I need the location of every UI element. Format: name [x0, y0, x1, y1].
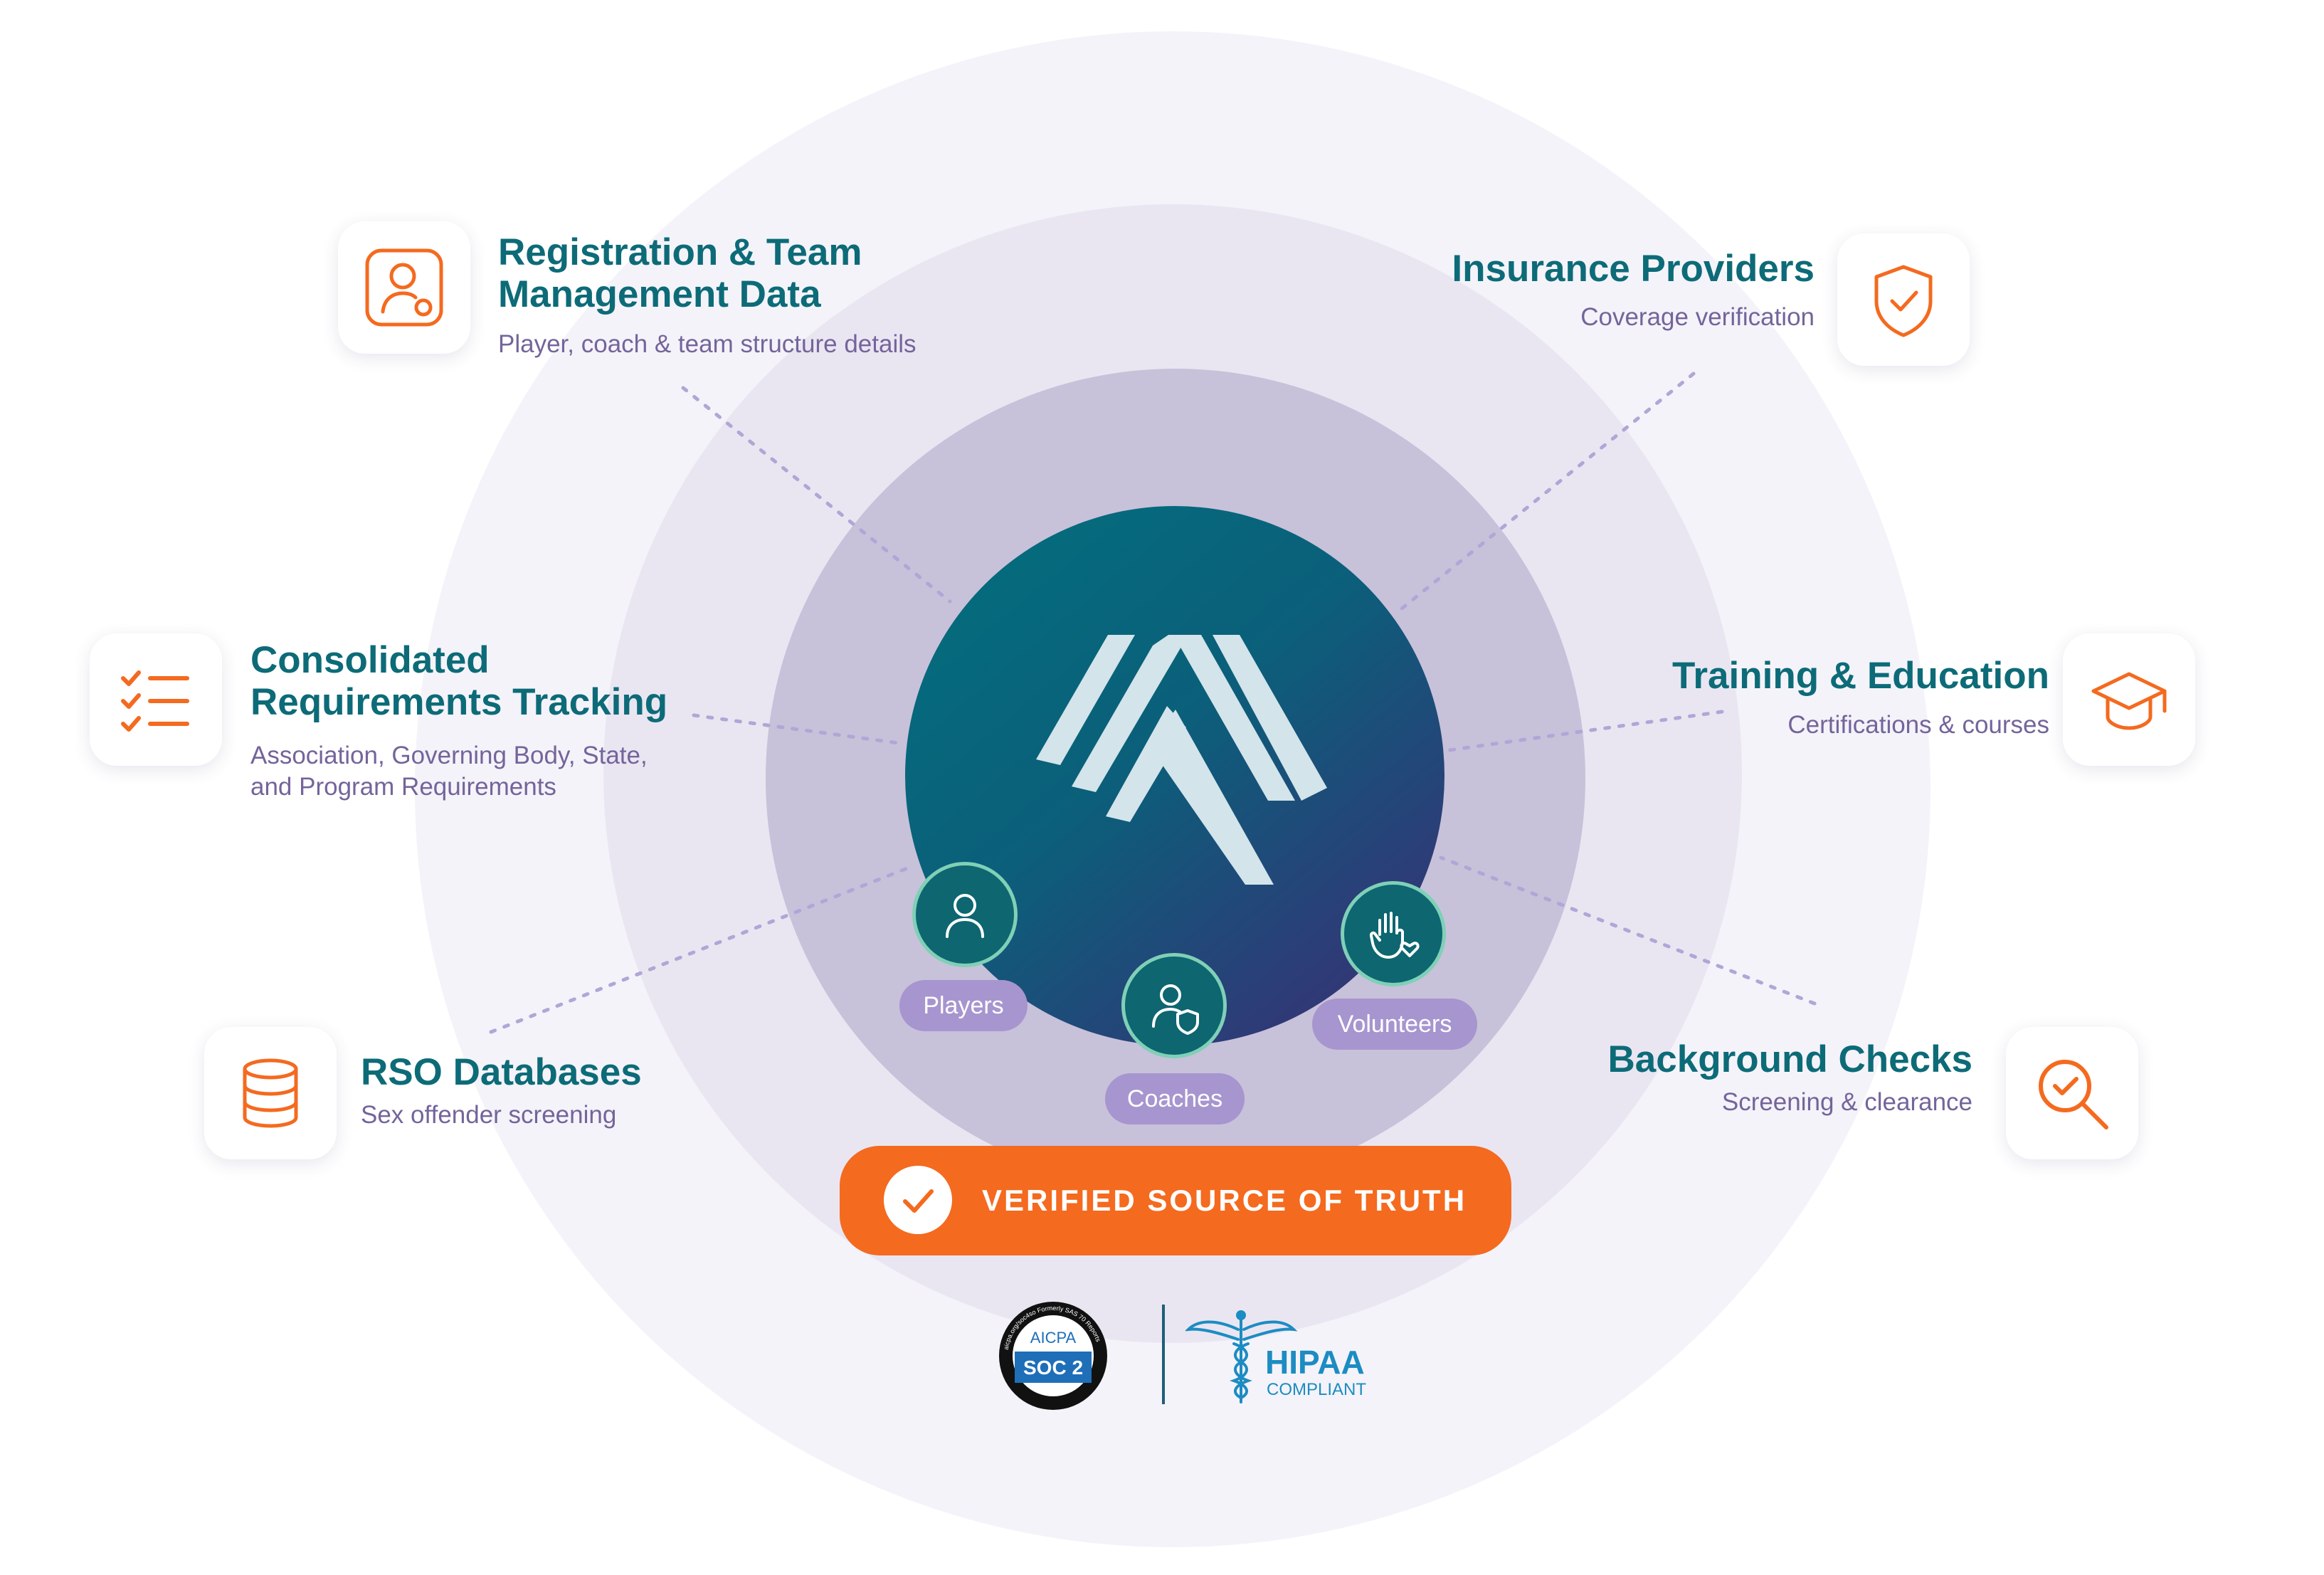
insurance-card: [1837, 233, 1970, 366]
caduceus-icon: [1185, 1310, 1298, 1403]
checklist-icon: [121, 670, 189, 732]
training-desc: Certifications & courses: [1787, 711, 2049, 739]
badge-divider: [1162, 1305, 1165, 1404]
connector-insurance: [1400, 372, 1696, 611]
players-node: [912, 862, 1018, 967]
connector-rso: [489, 866, 909, 1034]
soc2-line1: AICPA: [1030, 1329, 1077, 1347]
hipaa-badge: HIPAA COMPLIANT: [1185, 1310, 1366, 1403]
connector-training: [1442, 710, 1724, 753]
rso-desc: Sex offender screening: [361, 1101, 617, 1129]
person-shield-icon: [1152, 984, 1199, 1035]
background-desc: Screening & clearance: [1721, 1088, 1972, 1116]
requirements-title-line2: Requirements Tracking: [250, 681, 668, 723]
connector-requirements: [692, 713, 906, 746]
rso-card: [204, 1027, 337, 1159]
magnifier-check-icon: [2039, 1060, 2108, 1129]
coaches-node: [1121, 953, 1227, 1058]
hipaa-line2: COMPLIANT: [1267, 1380, 1366, 1399]
verified-label: VERIFIED SOURCE OF TRUTH: [982, 1184, 1467, 1217]
training-title: Training & Education: [1671, 655, 2049, 697]
registration-card: [338, 221, 470, 354]
connector-background: [1439, 855, 1817, 1006]
volunteers-label: Volunteers: [1312, 999, 1477, 1050]
volunteers-node: [1341, 881, 1446, 986]
coaches-label: Coaches: [1105, 1073, 1245, 1124]
background-card: [2006, 1027, 2138, 1159]
registration-title-line1: Registration & Team: [498, 231, 862, 273]
verified-banner: VERIFIED SOURCE OF TRUTH: [840, 1146, 1511, 1255]
user-profile-icon: [365, 248, 443, 327]
hipaa-line1: HIPAA: [1265, 1344, 1365, 1381]
check-icon: [884, 1166, 952, 1234]
graduation-cap-icon: [2091, 672, 2167, 730]
requirements-card: [90, 633, 222, 766]
rso-title: RSO Databases: [361, 1051, 642, 1093]
insurance-desc: Coverage verification: [1580, 303, 1815, 331]
players-label: Players: [899, 980, 1028, 1031]
soc2-line2: SOC 2: [1023, 1357, 1083, 1379]
soc2-badge: AICPA SOC 2 aicpa.org/soc4so Formerly SA…: [999, 1302, 1107, 1410]
insurance-title: Insurance Providers: [1452, 248, 1815, 290]
chevron-stripes-logo: [1036, 635, 1327, 885]
training-card: [2063, 633, 2195, 766]
requirements-title-line1: Consolidated: [250, 639, 490, 681]
person-icon: [946, 894, 984, 938]
registration-title-line2: Management Data: [498, 273, 821, 315]
hand-heart-icon: [1369, 912, 1420, 959]
requirements-desc-line2: and Program Requirements: [250, 773, 556, 801]
shield-check-icon: [1874, 265, 1933, 337]
registration-desc: Player, coach & team structure details: [498, 330, 917, 358]
background-title: Background Checks: [1607, 1038, 1972, 1080]
database-icon: [243, 1058, 298, 1128]
soc2-band: [1015, 1352, 1092, 1383]
requirements-desc-line1: Association, Governing Body, State,: [250, 742, 648, 769]
connector-registration: [681, 386, 952, 604]
